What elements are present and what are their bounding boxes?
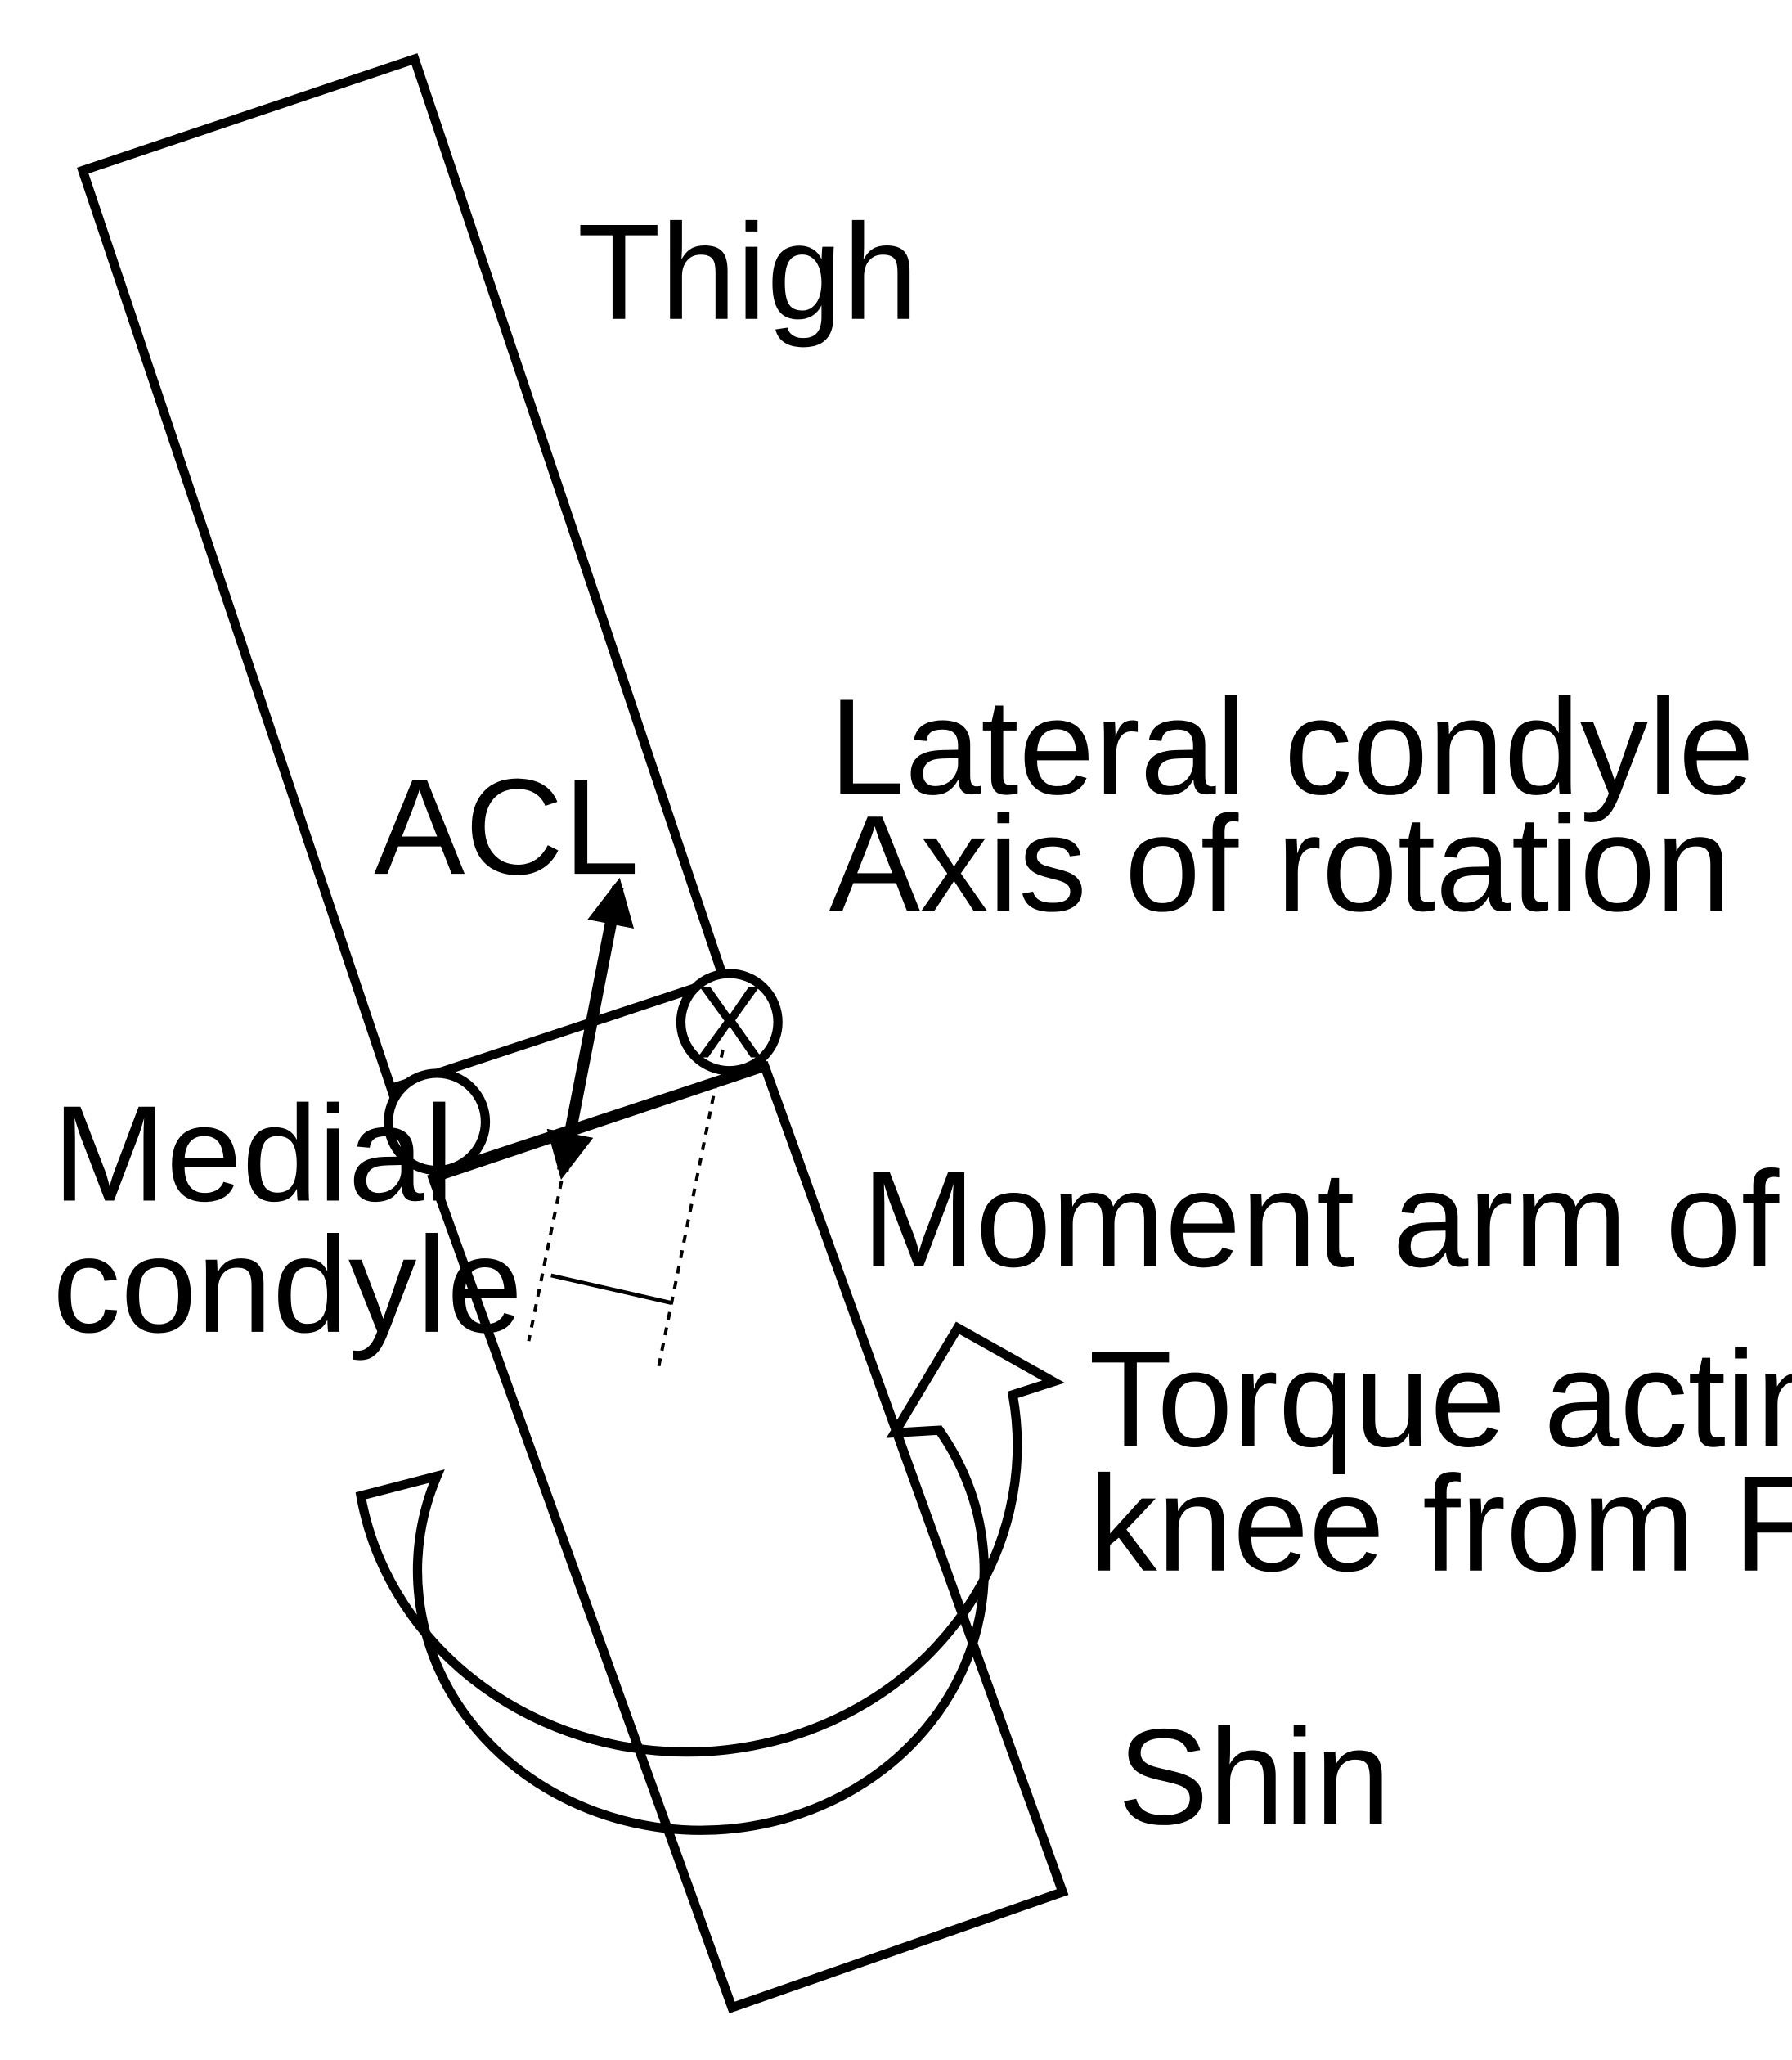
moment-arm-label: Moment arm of ACL bbox=[862, 1144, 1792, 1296]
moment-arm-dotted-line-left bbox=[527, 1181, 564, 1342]
acl-label: ACL bbox=[374, 751, 639, 903]
lateral-condyle-circle bbox=[676, 969, 783, 1076]
acl-arrow bbox=[546, 877, 635, 1180]
medial-condyle-circle bbox=[384, 1068, 491, 1176]
shin-label: Shin bbox=[1118, 1701, 1391, 1853]
torque-curved-arrow bbox=[355, 1321, 1065, 1835]
medial-condyle-label-line1: Medial bbox=[52, 1077, 454, 1230]
torque-label-line1: Torque acting on bbox=[1089, 1323, 1792, 1475]
thigh-label: Thigh bbox=[577, 196, 918, 349]
moment-arm-bracket bbox=[550, 1273, 672, 1305]
moment-arm-dotted-line-right bbox=[657, 1049, 725, 1368]
lateral-condyle-label: Lateral condyle bbox=[829, 671, 1754, 823]
axis-of-rotation-label: Axis of rotation bbox=[829, 788, 1731, 940]
torque-label-line2: knee from Fy bbox=[1089, 1448, 1792, 1600]
axis-marker-label: X bbox=[695, 965, 763, 1080]
medial-condyle-label-line2: condyle bbox=[52, 1209, 523, 1361]
